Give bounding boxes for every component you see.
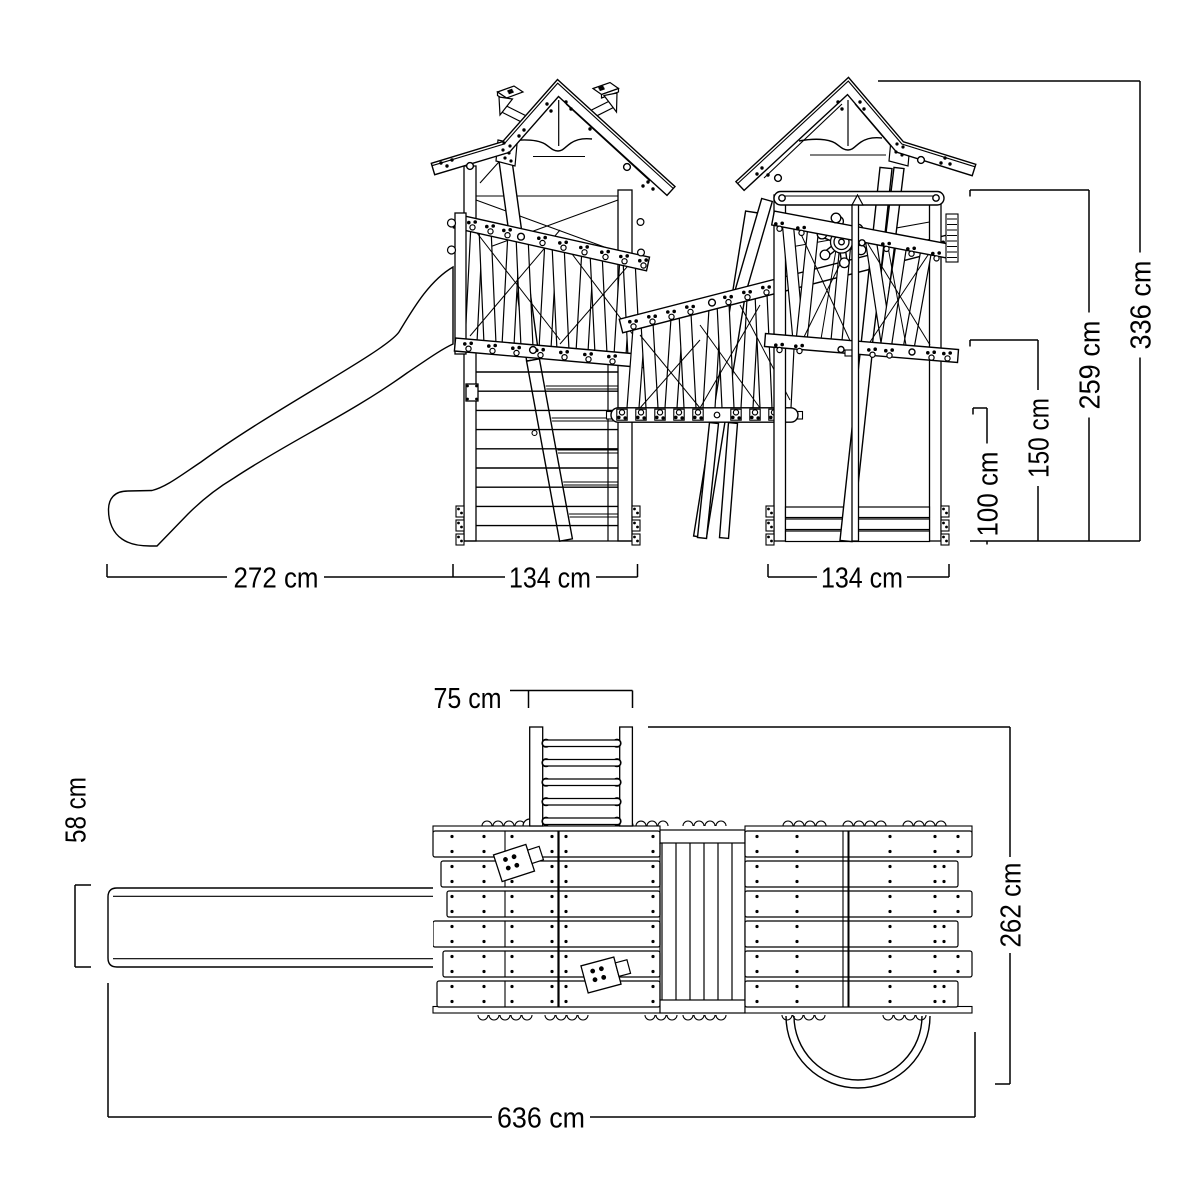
svg-text:134 cm: 134 cm xyxy=(509,563,591,595)
svg-text:636 cm: 636 cm xyxy=(497,1103,585,1135)
svg-text:150 cm: 150 cm xyxy=(1024,398,1056,478)
svg-text:58 cm: 58 cm xyxy=(61,777,93,843)
svg-text:259 cm: 259 cm xyxy=(1075,321,1107,410)
svg-text:336 cm: 336 cm xyxy=(1126,261,1158,350)
svg-text:262 cm: 262 cm xyxy=(996,863,1028,948)
svg-text:134 cm: 134 cm xyxy=(821,563,903,595)
svg-text:272 cm: 272 cm xyxy=(234,563,319,595)
svg-text:100 cm: 100 cm xyxy=(973,452,1005,537)
svg-text:75 cm: 75 cm xyxy=(434,683,502,715)
